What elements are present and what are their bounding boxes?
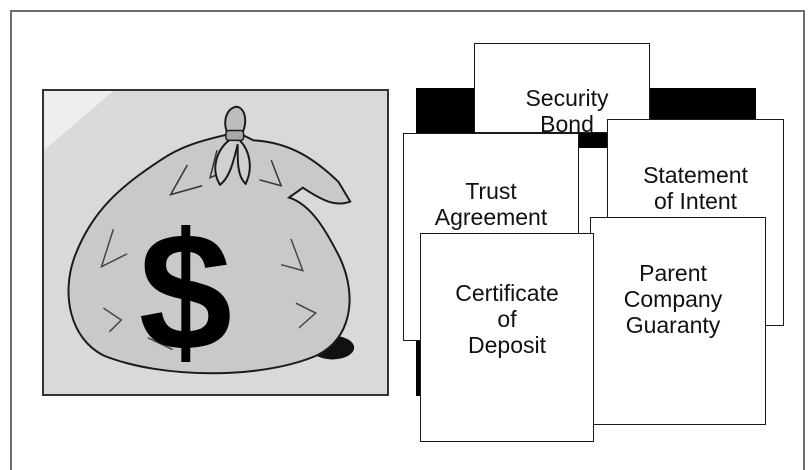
card-security-bond: Security Bond [474,43,650,137]
dollar-sign-icon: $ [139,198,232,386]
card-certificate-of-deposit: Certificate of Deposit [420,233,594,442]
money-bag-panel: $ [42,89,389,396]
card-label: Security Bond [525,85,609,137]
card-label: Certificate of Deposit [455,280,559,358]
money-bag-icon: $ [44,91,355,386]
card-label: Parent Company Guaranty [623,260,723,338]
diagram-frame [10,10,805,470]
card-label: Trust Agreement [434,178,548,230]
card-parent-company-guaranty: Parent Company Guaranty [590,217,766,425]
card-label: Statement of Intent [643,162,748,214]
